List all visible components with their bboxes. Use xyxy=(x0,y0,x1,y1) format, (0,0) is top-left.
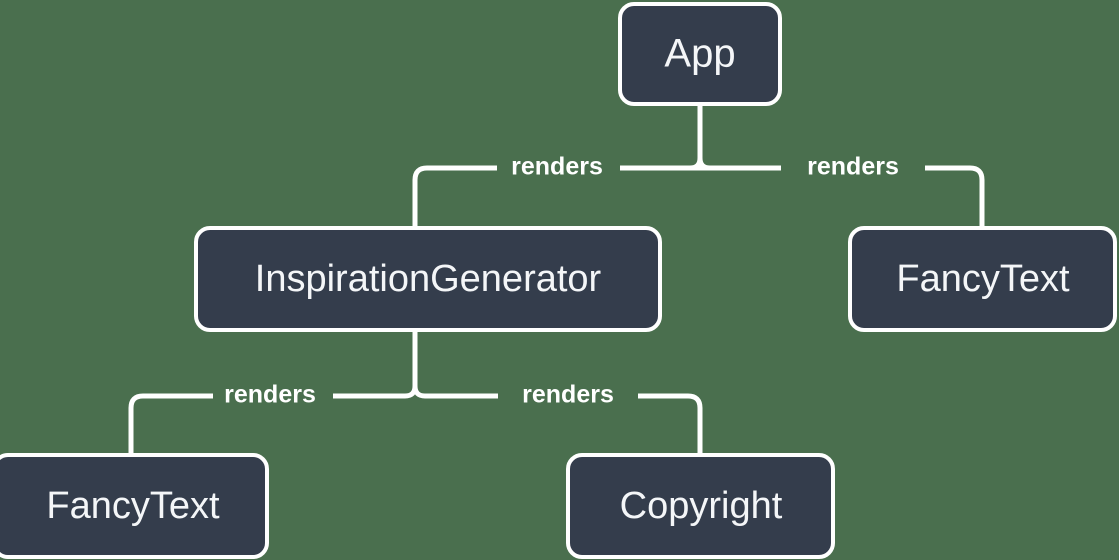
edge-group-app xyxy=(412,103,985,228)
node-app-box[interactable] xyxy=(618,2,782,106)
node-inspirationgenerator[interactable]: InspirationGenerator xyxy=(194,226,662,332)
node-inspirationgenerator-label: InspirationGenerator xyxy=(255,258,602,300)
edge-app-to-fancytext-outer xyxy=(925,165,985,228)
node-app[interactable]: App xyxy=(618,2,782,106)
edge-inspirationgenerator-trunk-mirror xyxy=(404,385,418,399)
node-fancytext-bottom-label: FancyText xyxy=(46,485,220,527)
edge-inspirationgenerator-to-copyright-outer xyxy=(638,393,703,455)
edge-app-to-inspirationgenerator-outer xyxy=(412,165,497,228)
edge-group-inspirationgenerator xyxy=(128,330,703,455)
edge-label-app-to-fancytext: renders xyxy=(807,153,899,181)
edge-label-inspirationgenerator-to-copyright: renders xyxy=(522,381,614,409)
edge-inspirationgenerator-to-fancytext-outer xyxy=(128,393,213,455)
node-copyright-label: Copyright xyxy=(620,485,783,527)
node-inspirationgenerator-box[interactable] xyxy=(194,226,662,332)
node-fancytext-right[interactable]: FancyText xyxy=(848,226,1117,332)
node-fancytext-bottom-box[interactable] xyxy=(0,453,269,559)
node-fancytext-bottom[interactable]: FancyText xyxy=(0,453,269,559)
node-copyright-box[interactable] xyxy=(566,453,835,559)
node-app-label: App xyxy=(664,32,735,76)
node-copyright[interactable]: Copyright xyxy=(566,453,835,559)
node-fancytext-right-box[interactable] xyxy=(848,226,1117,332)
edge-label-inspirationgenerator-to-fancytext: renders xyxy=(224,381,316,409)
node-fancytext-right-label: FancyText xyxy=(896,258,1070,300)
edge-label-app-to-inspirationgenerator: renders xyxy=(511,153,603,181)
